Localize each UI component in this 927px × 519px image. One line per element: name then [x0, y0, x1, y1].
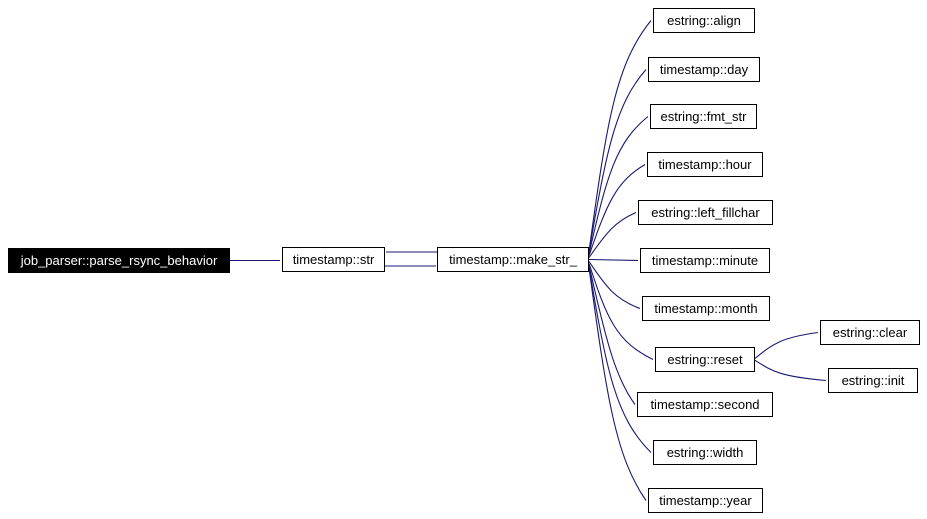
- edge-make_str_-hour: [588, 164, 646, 256]
- node-reset[interactable]: estring::reset: [655, 347, 755, 372]
- edge-make_str_-minute: [588, 258, 639, 262]
- node-minute[interactable]: timestamp::minute: [640, 248, 770, 273]
- node-hour[interactable]: timestamp::hour: [647, 152, 763, 177]
- node-parse_rsync_behavior: job_parser::parse_rsync_behavior: [8, 248, 230, 273]
- node-month[interactable]: timestamp::month: [642, 296, 770, 321]
- edge-reset-clear: [754, 331, 819, 359]
- edge-make_str_-day: [588, 69, 647, 252]
- node-str[interactable]: timestamp::str: [282, 247, 385, 272]
- edge-make_str_-align: [588, 20, 652, 252]
- edge-make_str_-fmt_str: [588, 116, 649, 254]
- node-init[interactable]: estring::init: [828, 368, 918, 393]
- edge-make_str_-second: [588, 265, 636, 405]
- node-fmt_str[interactable]: estring::fmt_str: [650, 104, 757, 129]
- node-width[interactable]: estring::width: [653, 440, 757, 465]
- edge-make_str_-month: [588, 261, 641, 310]
- edge-reset-init: [754, 359, 827, 382]
- node-make_str_[interactable]: timestamp::make_str_: [437, 247, 589, 272]
- edge-make_str_-year: [588, 267, 647, 501]
- edge-make_str_-width: [588, 267, 652, 453]
- node-year[interactable]: timestamp::year: [648, 488, 763, 513]
- node-day[interactable]: timestamp::day: [648, 57, 760, 82]
- node-clear[interactable]: estring::clear: [820, 320, 920, 345]
- node-left_fillchar[interactable]: estring::left_fillchar: [638, 200, 773, 225]
- node-align[interactable]: estring::align: [653, 8, 755, 33]
- node-second[interactable]: timestamp::second: [637, 392, 773, 417]
- edge-make_str_-left_fillchar: [588, 211, 637, 258]
- edge-make_str_-reset: [588, 263, 654, 360]
